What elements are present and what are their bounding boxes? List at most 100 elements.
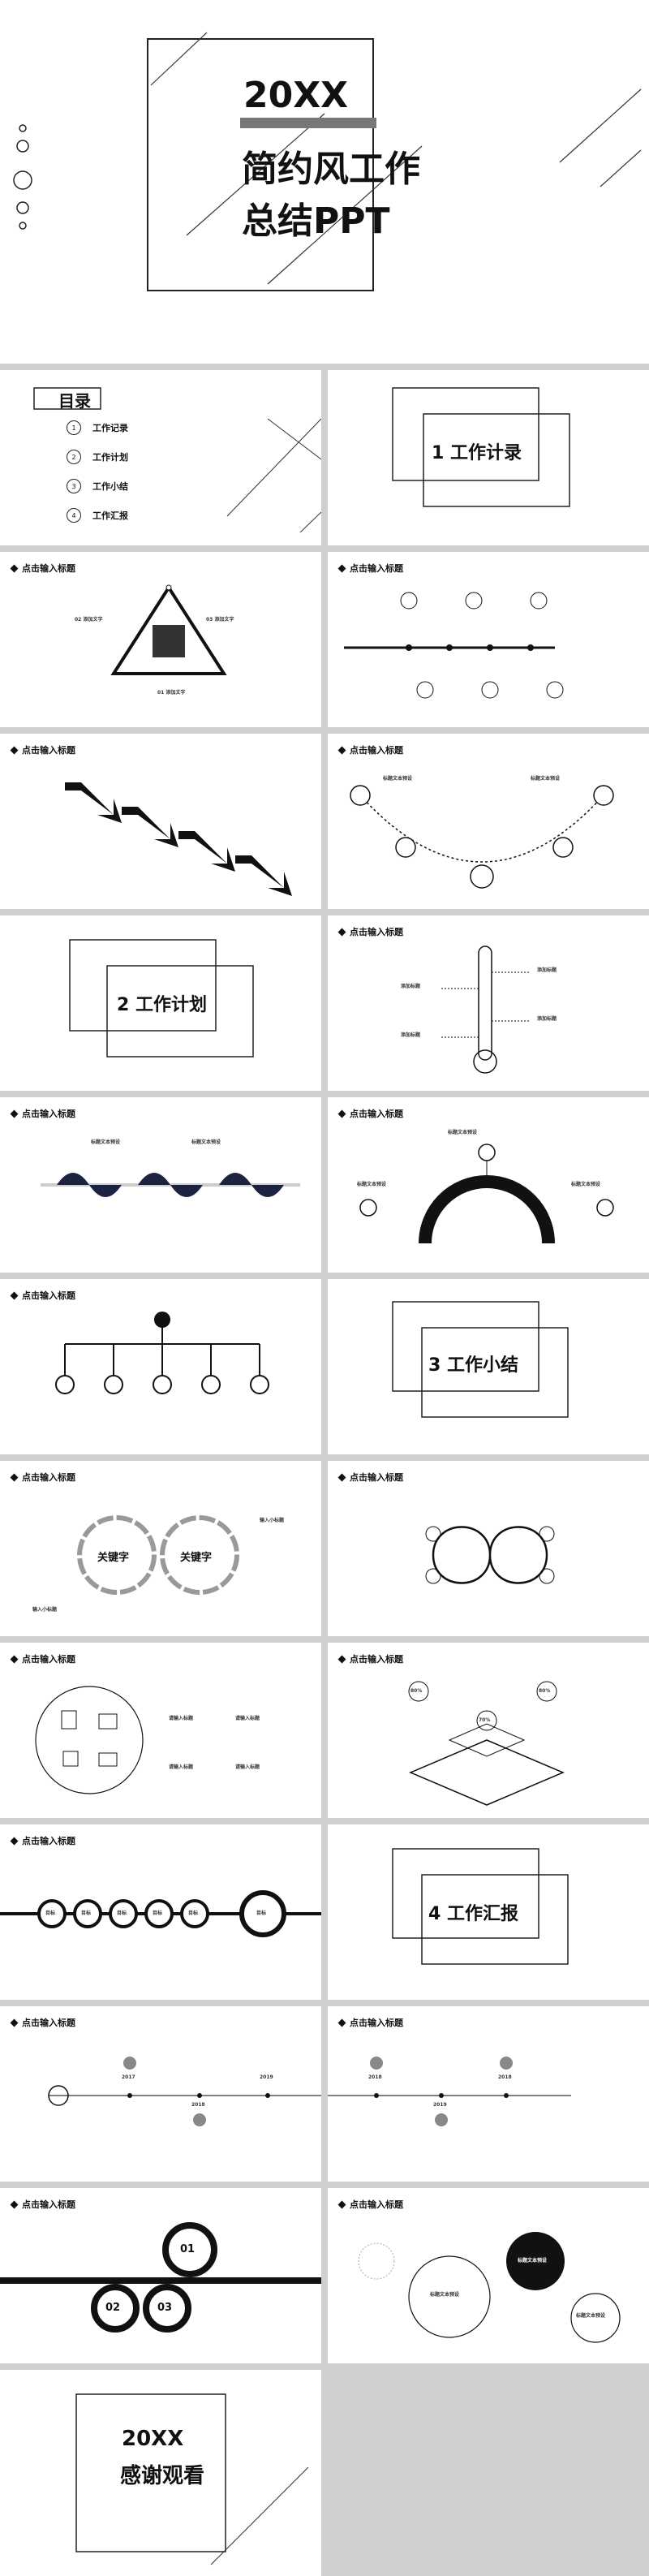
keyword-slide: 点击输入标题 关键字 关键字 输入小标题 输入小标题 xyxy=(0,1461,321,1636)
slide-heading: 点击输入标题 xyxy=(10,2198,75,2211)
ring-num-2: 02 xyxy=(105,2302,121,2314)
cube-diagram xyxy=(408,1681,565,1806)
tri-label-1: 01 添加文字 xyxy=(157,690,186,696)
thermo-label-2: 添加标题 xyxy=(537,967,557,973)
year-timeline-slide-1: 点击输入标题 2017 2018 2019 xyxy=(0,2006,321,2182)
slide-heading: 点击输入标题 xyxy=(10,562,75,575)
section-box-decor xyxy=(392,1301,569,1418)
gauge-slide: 点击输入标题 标题文本预设 标题文本预设 标题文本预设 xyxy=(328,1097,649,1273)
section-2-slide: 2 工作计划 xyxy=(0,915,321,1091)
slide-heading: 点击输入标题 xyxy=(337,1471,403,1484)
cover-title-line2: 总结PPT xyxy=(242,200,390,242)
year-label-3: 2019 xyxy=(260,2074,273,2080)
ribbon-slide: 点击输入标题 标题文本预设 标题文本预设 xyxy=(0,1097,321,1273)
cover-decor xyxy=(13,32,642,291)
bubbles-slide: 点击输入标题 标题文本预设 标题文本预设 标题文本预设 xyxy=(328,2188,649,2363)
arrows-slide: 点击输入标题 xyxy=(0,734,321,909)
cover-year: 20XX xyxy=(243,75,349,116)
tree-slide: 点击输入标题 xyxy=(0,1279,321,1454)
icons-text-slide: 点击输入标题 请输入标题 请输入标题 请输入标题 请输入标题 xyxy=(0,1643,321,1818)
slide-heading: 点击输入标题 xyxy=(337,2016,403,2029)
tree-diagram xyxy=(55,1312,269,1394)
section-title-3: 3 工作小结 xyxy=(428,1355,518,1376)
chain-label-6: 目标 xyxy=(256,1910,267,1916)
text-title-4: 请输入标题 xyxy=(235,1764,260,1770)
bubble-label-1: 标题文本预设 xyxy=(430,2292,460,2298)
section-title-1: 1 工作计录 xyxy=(432,443,522,463)
ribbon-diagram xyxy=(41,1173,300,1197)
cube-slide: 点击输入标题 80% 70% 80% xyxy=(328,1643,649,1818)
arc-label-2: 标题文本预设 xyxy=(531,776,561,782)
year-timeline-slide-2: 点击输入标题 2018 2019 2018 xyxy=(328,2006,649,2182)
thermo-label-1: 添加标题 xyxy=(401,984,421,989)
ribbon-label-1: 标题文本预设 xyxy=(91,1139,121,1145)
chain-label-3: 目标 xyxy=(117,1910,127,1916)
arc-label-1: 标题文本预设 xyxy=(383,776,413,782)
circle-chain-slide: 点击输入标题 目标 目标 目标 目标 目标 目标 xyxy=(0,1824,321,2000)
section-box-decor xyxy=(69,939,254,1058)
tri-label-2: 02 添加文字 xyxy=(75,617,103,622)
gauge-label-left: 标题文本预设 xyxy=(357,1182,387,1187)
slide-heading: 点击输入标题 xyxy=(10,1834,75,1847)
thermometer-diagram xyxy=(441,946,531,1074)
cover-slide: 20XX 简约风工作 总结PPT xyxy=(0,0,649,364)
text-title-1: 请输入标题 xyxy=(169,1716,194,1721)
slide-heading: 点击输入标题 xyxy=(337,2198,403,2211)
slide-heading: 点击输入标题 xyxy=(10,2016,75,2029)
closing-year: 20XX xyxy=(122,2427,184,2451)
numbered-rings-slide: 点击输入标题 01 02 03 xyxy=(0,2188,321,2363)
circle-chain xyxy=(0,1890,321,1937)
chain-label-5: 目标 xyxy=(188,1910,199,1916)
slide-heading: 点击输入标题 xyxy=(10,1107,75,1120)
thermo-label-3: 添加标题 xyxy=(401,1032,421,1038)
ring-num-3: 03 xyxy=(157,2302,173,2314)
slide-heading: 点击输入标题 xyxy=(10,1289,75,1302)
arc-diagram xyxy=(350,785,614,889)
arc-slide: 点击输入标题 标题文本预设 标题文本预设 xyxy=(328,734,649,909)
tri-label-3: 03 添加文字 xyxy=(206,617,234,622)
section-4-slide: 4 工作汇报 xyxy=(328,1824,649,2000)
ring-num-1: 01 xyxy=(180,2243,196,2255)
bubble-label-3: 标题文本预设 xyxy=(576,2313,606,2319)
bubble-diagram xyxy=(358,2232,621,2343)
slide-heading: 点击输入标题 xyxy=(10,1471,75,1484)
rings-diagram xyxy=(0,2222,321,2333)
gauge-label-top: 标题文本预设 xyxy=(448,1130,478,1135)
infinity-diagram xyxy=(425,1526,555,1584)
percent-1: 80% xyxy=(410,1688,423,1694)
gauge-diagram xyxy=(359,1144,614,1244)
infinity-circles xyxy=(77,1515,239,1595)
ribbon-label-2: 标题文本预设 xyxy=(191,1139,221,1145)
year-label-5: 2019 xyxy=(433,2102,447,2108)
subtitle-left: 输入小标题 xyxy=(32,1607,58,1613)
section-box-decor xyxy=(392,1848,569,1965)
gauge-label-right: 标题文本预设 xyxy=(571,1182,601,1187)
arrow-steps xyxy=(65,782,292,896)
slide-heading: 点击输入标题 xyxy=(337,1652,403,1665)
subtitle-right: 输入小标题 xyxy=(260,1518,285,1523)
closing-decor xyxy=(75,2393,309,2565)
section-box-decor xyxy=(392,387,570,507)
section-title-2: 2 工作计划 xyxy=(117,995,207,1015)
triangle-diagram xyxy=(110,584,227,675)
infinity-slide: 点击输入标题 xyxy=(328,1461,649,1636)
text-title-2: 请输入标题 xyxy=(235,1716,260,1721)
timeline-icons-slide: 点击输入标题 xyxy=(328,552,649,727)
toc-label: 目录 xyxy=(58,391,91,411)
keyword-left: 关键字 xyxy=(97,1552,130,1564)
section-3-slide: 3 工作小结 xyxy=(328,1279,649,1454)
chain-label-2: 目标 xyxy=(81,1910,92,1916)
keyword-right: 关键字 xyxy=(180,1552,213,1564)
year-timeline xyxy=(328,2057,571,2126)
slide-heading: 点击输入标题 xyxy=(10,743,75,756)
pin-timeline xyxy=(344,592,564,699)
slide-heading: 点击输入标题 xyxy=(337,562,403,575)
year-label-1: 2017 xyxy=(122,2074,135,2080)
thermometer-slide: 点击输入标题 添加标题 添加标题 添加标题 添加标题 xyxy=(328,915,649,1091)
